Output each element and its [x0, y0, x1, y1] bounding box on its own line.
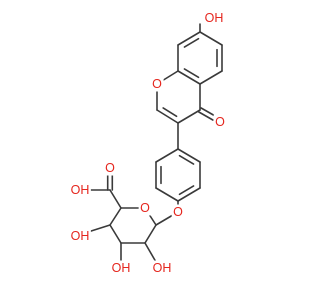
acid-hydroxyl-label: OH	[71, 183, 90, 197]
ether-oxygen-label: O	[173, 205, 183, 219]
bond	[177, 148, 201, 163]
hydroxyl-label-c2: OH	[153, 261, 172, 275]
bond	[156, 109, 179, 124]
ketone-oxygen-label: O	[215, 115, 225, 129]
hydroxyl-label-top: OH	[205, 11, 224, 25]
bond	[178, 185, 195, 196]
bond	[177, 187, 201, 202]
bond	[109, 189, 122, 209]
bond	[155, 148, 179, 163]
bond	[177, 109, 201, 124]
hydroxyl-label-c3: OH	[112, 261, 131, 275]
bond	[178, 154, 195, 165]
bond	[109, 224, 122, 244]
bond	[199, 70, 223, 85]
ring-oxygen-label: O	[152, 77, 162, 91]
bond	[144, 242, 157, 263]
bond	[183, 37, 200, 48]
bond	[87, 224, 111, 233]
bond	[155, 187, 179, 202]
molecule-diagram: OH O O O O OH O OH OH OH	[69, 10, 227, 276]
bond	[198, 111, 214, 121]
hydroxyl-label-c4: OH	[71, 229, 90, 243]
bond	[177, 31, 201, 46]
bond	[109, 207, 122, 226]
bond	[162, 107, 178, 118]
bond	[177, 70, 201, 85]
sugar-ring-oxygen-label: O	[140, 201, 150, 215]
bond	[199, 31, 223, 46]
bond	[183, 68, 200, 79]
bond	[200, 107, 216, 117]
acid-carbonyl-label: O	[105, 161, 115, 175]
bond	[144, 224, 157, 244]
